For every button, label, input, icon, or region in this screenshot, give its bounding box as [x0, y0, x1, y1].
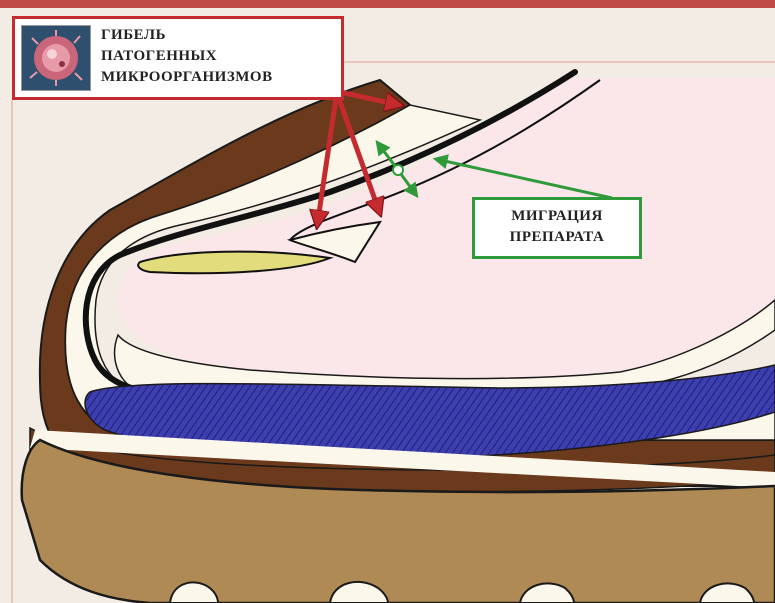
death-line-1: ГИБЕЛЬ [101, 25, 273, 46]
green-dot [393, 165, 403, 175]
microorganism-image [21, 25, 91, 91]
label-box-drug-migration: МИГРАЦИЯ ПРЕПАРАТА [472, 197, 642, 259]
death-line-2: ПАТОГЕННЫХ [101, 46, 273, 67]
drug-migration-label: МИГРАЦИЯ ПРЕПАРАТА [475, 206, 639, 248]
label-box-microorganism-death: ГИБЕЛЬ ПАТОГЕННЫХ МИКРООРГАНИЗМОВ [12, 16, 344, 100]
death-line-3: МИКРООРГАНИЗМОВ [101, 67, 273, 88]
migration-line-1: МИГРАЦИЯ [475, 206, 639, 227]
top-bar [0, 0, 775, 8]
migration-line-2: ПРЕПАРАТА [475, 227, 639, 248]
microorganism-death-label: ГИБЕЛЬ ПАТОГЕННЫХ МИКРООРГАНИЗМОВ [101, 25, 273, 88]
